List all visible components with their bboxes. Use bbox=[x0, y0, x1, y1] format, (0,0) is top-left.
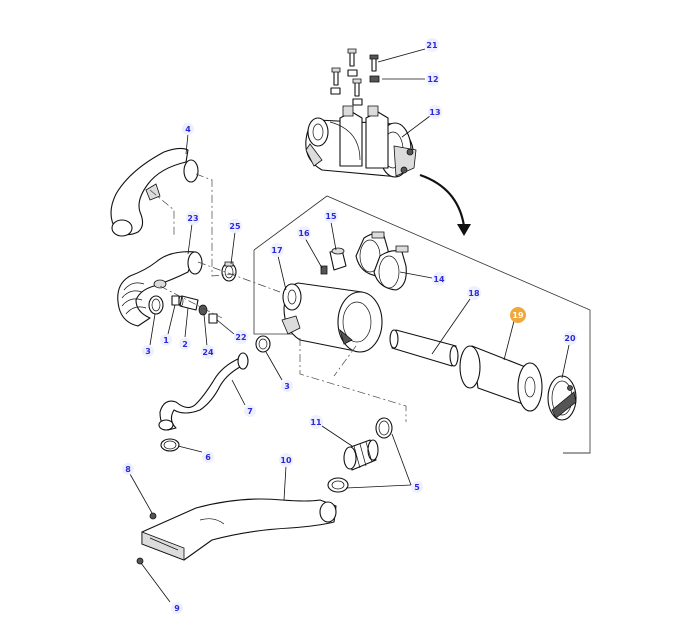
callout-label: 4 bbox=[185, 125, 191, 134]
callout-label: 20 bbox=[564, 334, 576, 343]
callout-15[interactable]: 15 bbox=[324, 209, 338, 223]
callout-23[interactable]: 23 bbox=[186, 211, 200, 225]
callout-19[interactable]: 19 bbox=[510, 307, 526, 323]
callout-label: 1 bbox=[163, 336, 169, 345]
callout-label: 9 bbox=[174, 604, 180, 613]
callout-label: 13 bbox=[429, 108, 440, 117]
assembly-centerlines bbox=[149, 173, 407, 422]
callout-label: 16 bbox=[298, 229, 310, 238]
callout-label: 25 bbox=[229, 222, 241, 231]
clamp-part-5-upper[interactable] bbox=[376, 418, 392, 438]
callout-label: 17 bbox=[271, 246, 282, 255]
housing-part-17[interactable] bbox=[282, 283, 382, 352]
callout-1[interactable]: 1 bbox=[160, 334, 172, 346]
fitting-part-1[interactable] bbox=[172, 296, 179, 305]
callout-label: 19 bbox=[512, 311, 524, 320]
callout-label: 14 bbox=[433, 275, 445, 284]
callout-9[interactable]: 9 bbox=[171, 602, 183, 614]
callout-11[interactable]: 11 bbox=[309, 415, 323, 429]
callout-5[interactable]: 5 bbox=[411, 481, 423, 493]
callout-label: 5 bbox=[414, 483, 420, 492]
clamp-part-3-center[interactable] bbox=[256, 336, 270, 352]
callout-label: 3 bbox=[284, 382, 290, 391]
cap-part-22[interactable] bbox=[209, 314, 217, 323]
leader-lines bbox=[129, 48, 570, 603]
callout-label: 12 bbox=[427, 75, 438, 84]
callout-3-center[interactable]: 3 bbox=[281, 380, 293, 392]
valve-part-15[interactable] bbox=[330, 248, 346, 270]
callout-label: 15 bbox=[325, 212, 337, 221]
explode-arrow-icon bbox=[419, 173, 471, 236]
callout-label: 6 bbox=[205, 453, 211, 462]
clamp-part-3-left[interactable] bbox=[149, 296, 163, 314]
fitting-part-2[interactable] bbox=[179, 296, 198, 310]
bolts-part-21[interactable] bbox=[332, 49, 378, 96]
hose-part-4[interactable] bbox=[111, 148, 198, 236]
callout-8[interactable]: 8 bbox=[122, 463, 134, 475]
filter-element-part-19[interactable] bbox=[460, 346, 542, 411]
callout-16[interactable]: 16 bbox=[297, 226, 311, 240]
callout-14[interactable]: 14 bbox=[432, 272, 446, 286]
screw-part-9[interactable] bbox=[137, 558, 143, 564]
callout-4[interactable]: 4 bbox=[182, 123, 194, 135]
callout-label: 21 bbox=[426, 41, 438, 50]
clamp-part-5-lower[interactable] bbox=[328, 478, 348, 492]
callout-label: 11 bbox=[310, 418, 322, 427]
screw-part-8[interactable] bbox=[150, 513, 156, 519]
callout-18[interactable]: 18 bbox=[467, 286, 481, 300]
hose-part-23[interactable] bbox=[118, 252, 202, 326]
exploded-view-frame bbox=[253, 195, 591, 454]
callout-3-left[interactable]: 3 bbox=[142, 345, 154, 357]
intake-duct-part-10[interactable] bbox=[142, 499, 336, 560]
bracket-clamps-part-14[interactable] bbox=[356, 232, 408, 290]
callout-20[interactable]: 20 bbox=[563, 331, 577, 345]
hose-part-7[interactable] bbox=[159, 353, 248, 430]
callout-17[interactable]: 17 bbox=[270, 243, 284, 257]
callout-2[interactable]: 2 bbox=[179, 338, 191, 350]
callout-22[interactable]: 22 bbox=[234, 330, 248, 344]
callout-24[interactable]: 24 bbox=[201, 345, 215, 359]
callout-label: 10 bbox=[280, 456, 292, 465]
callout-12[interactable]: 12 bbox=[426, 72, 440, 86]
callout-label: 8 bbox=[125, 465, 131, 474]
end-cover-part-20[interactable] bbox=[548, 376, 576, 420]
callout-7[interactable]: 7 bbox=[244, 405, 256, 417]
callout-21[interactable]: 21 bbox=[425, 38, 439, 52]
clamp-part-6[interactable] bbox=[161, 439, 179, 451]
air-cleaner-assembly-part-13[interactable] bbox=[306, 106, 416, 177]
callout-6[interactable]: 6 bbox=[202, 451, 214, 463]
callout-25[interactable]: 25 bbox=[228, 219, 242, 233]
screw-part-16[interactable] bbox=[321, 266, 327, 274]
callout-label: 3 bbox=[145, 347, 151, 356]
sleeve-part-11[interactable] bbox=[344, 440, 378, 470]
safety-element-part-18[interactable] bbox=[390, 330, 458, 366]
callout-label: 18 bbox=[468, 289, 480, 298]
nuts-part-12[interactable] bbox=[331, 70, 379, 105]
callout-label: 23 bbox=[187, 214, 198, 223]
callout-label: 7 bbox=[247, 407, 253, 416]
clamp-part-25[interactable] bbox=[222, 262, 236, 281]
callout-13[interactable]: 13 bbox=[428, 105, 442, 119]
callout-label: 24 bbox=[202, 348, 214, 357]
callout-label: 2 bbox=[182, 340, 188, 349]
callout-10[interactable]: 10 bbox=[279, 453, 293, 467]
callout-label: 22 bbox=[235, 333, 246, 342]
